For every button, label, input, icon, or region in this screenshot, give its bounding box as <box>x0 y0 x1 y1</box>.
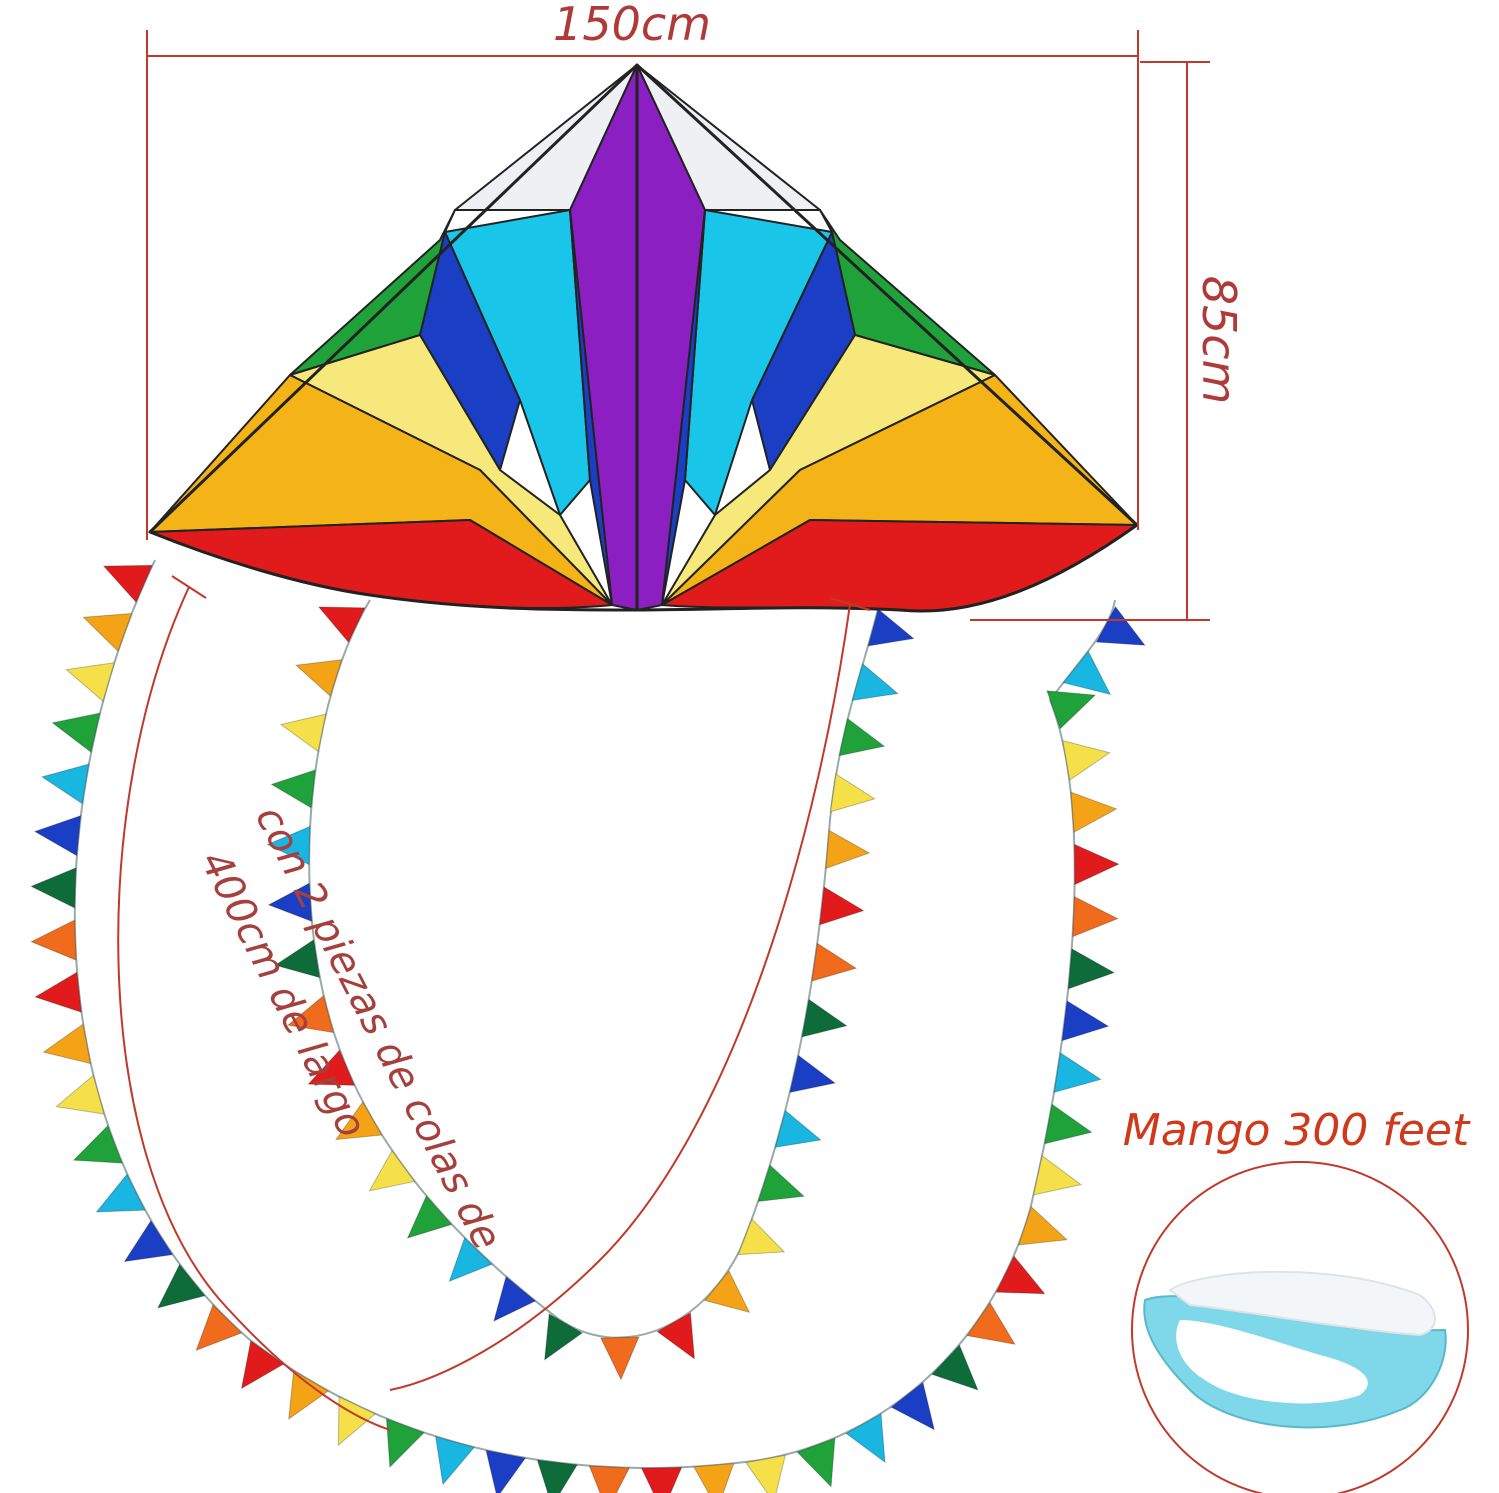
tail-flag <box>123 1219 174 1263</box>
tail-flag <box>1072 895 1119 938</box>
handle-reel-hole <box>1176 1320 1368 1404</box>
tail-flag <box>825 829 871 870</box>
tail-flag <box>485 1449 527 1493</box>
tail-flag <box>30 867 77 909</box>
tail-flag <box>600 1336 640 1381</box>
height-label: 85cm <box>1192 276 1246 405</box>
tail-flag <box>640 1466 683 1493</box>
handle-inset <box>1131 1161 1469 1493</box>
tail-right-arc <box>389 603 851 1391</box>
height-dimension <box>970 61 1210 621</box>
tail-flag <box>1073 843 1120 886</box>
tail-flag <box>385 1418 425 1469</box>
tail-flag <box>966 1301 1016 1345</box>
tail-flag <box>745 1454 787 1493</box>
tail-flag <box>890 1381 935 1431</box>
tail-flag <box>240 1340 285 1390</box>
tail-left-string <box>73 559 1116 1469</box>
tail-flag <box>65 662 115 703</box>
handle-line-spool <box>1168 1270 1436 1337</box>
tail-flag <box>51 712 101 753</box>
tail-flag <box>656 1312 696 1360</box>
tail-flag <box>294 659 343 697</box>
tail-flag <box>266 825 311 866</box>
tail-flag <box>737 1218 786 1256</box>
tail-flag <box>867 608 915 647</box>
tail-flag <box>838 717 886 757</box>
tail-length-dimension <box>117 575 871 1431</box>
tail-flag <box>588 1465 631 1493</box>
tail-flag <box>774 1109 822 1148</box>
tail-flag <box>95 1173 146 1213</box>
tail-flag <box>1033 1154 1083 1196</box>
tail-flag <box>1018 1206 1068 1246</box>
tail-right-flags <box>266 606 915 1381</box>
tail-flag <box>493 1275 537 1322</box>
tail-flag <box>1095 605 1146 646</box>
tail-flag <box>1062 650 1112 696</box>
tail-flag <box>307 1049 356 1086</box>
tail-flag <box>693 1462 735 1493</box>
tail-flag <box>288 1370 330 1420</box>
tail-flag <box>102 564 153 603</box>
tail-flag <box>1053 1051 1102 1094</box>
tail-flag <box>931 1344 979 1391</box>
tail-flag <box>789 1054 837 1094</box>
tail-flag <box>42 1023 92 1065</box>
tail-flag <box>544 1313 583 1361</box>
tail-flag <box>845 1413 886 1464</box>
tail-left-arc <box>117 586 391 1431</box>
tail-flag <box>406 1195 453 1239</box>
tail-flag <box>1067 948 1116 990</box>
tail-flag <box>995 1255 1046 1295</box>
tail-flag <box>1043 1103 1093 1145</box>
tail-left-flags <box>30 564 1146 1493</box>
tail-flag <box>1046 690 1097 730</box>
tail-flag <box>286 994 335 1034</box>
tail-flag <box>819 886 865 926</box>
tail-flag <box>270 769 316 809</box>
tail-flag <box>811 942 858 982</box>
tail-flag <box>796 1437 836 1488</box>
tail-right-string <box>308 599 881 1339</box>
tail-flag <box>55 1074 105 1115</box>
tail-flag <box>851 662 899 702</box>
tail-flag <box>801 998 848 1038</box>
tail-flag <box>195 1303 243 1352</box>
tail-flag <box>279 713 327 753</box>
tail-flag <box>704 1270 751 1313</box>
kite-panel-darkblue-inner-left <box>569 209 613 606</box>
tail-flag <box>334 1101 383 1141</box>
kite-outline <box>148 63 1139 613</box>
tail-flag <box>72 1124 123 1164</box>
tail-flag <box>757 1164 806 1202</box>
width-label: 150cm <box>553 0 711 51</box>
tail-flag <box>34 971 82 1013</box>
kite-body <box>148 63 1139 613</box>
kite-tails <box>30 559 1146 1493</box>
tail-flag <box>33 815 82 857</box>
tail-flag <box>1070 791 1118 833</box>
tail-flag <box>267 882 313 922</box>
kite-panel-darkblue-inner-right <box>661 209 706 606</box>
width-dimension <box>146 30 1139 540</box>
tail-flag <box>82 612 133 653</box>
tail-flag <box>829 773 876 813</box>
tail-flag <box>317 606 366 644</box>
tail-flag <box>274 939 321 979</box>
kite-panel-lightblue-right <box>684 209 833 516</box>
tail-flag <box>448 1237 493 1283</box>
tail-flag <box>30 919 77 961</box>
handle-label: Mango 300 feet <box>1123 1105 1471 1156</box>
tail-flag <box>435 1435 476 1486</box>
tail-flag <box>536 1459 578 1493</box>
tail-flag <box>1061 1000 1110 1042</box>
tail-flag <box>337 1396 377 1447</box>
tail-flag <box>156 1263 206 1309</box>
tail-flag <box>40 763 90 805</box>
tail-flag <box>368 1149 416 1192</box>
kite-panel-lightblue-left <box>444 209 591 516</box>
tail-flag <box>1062 739 1111 781</box>
